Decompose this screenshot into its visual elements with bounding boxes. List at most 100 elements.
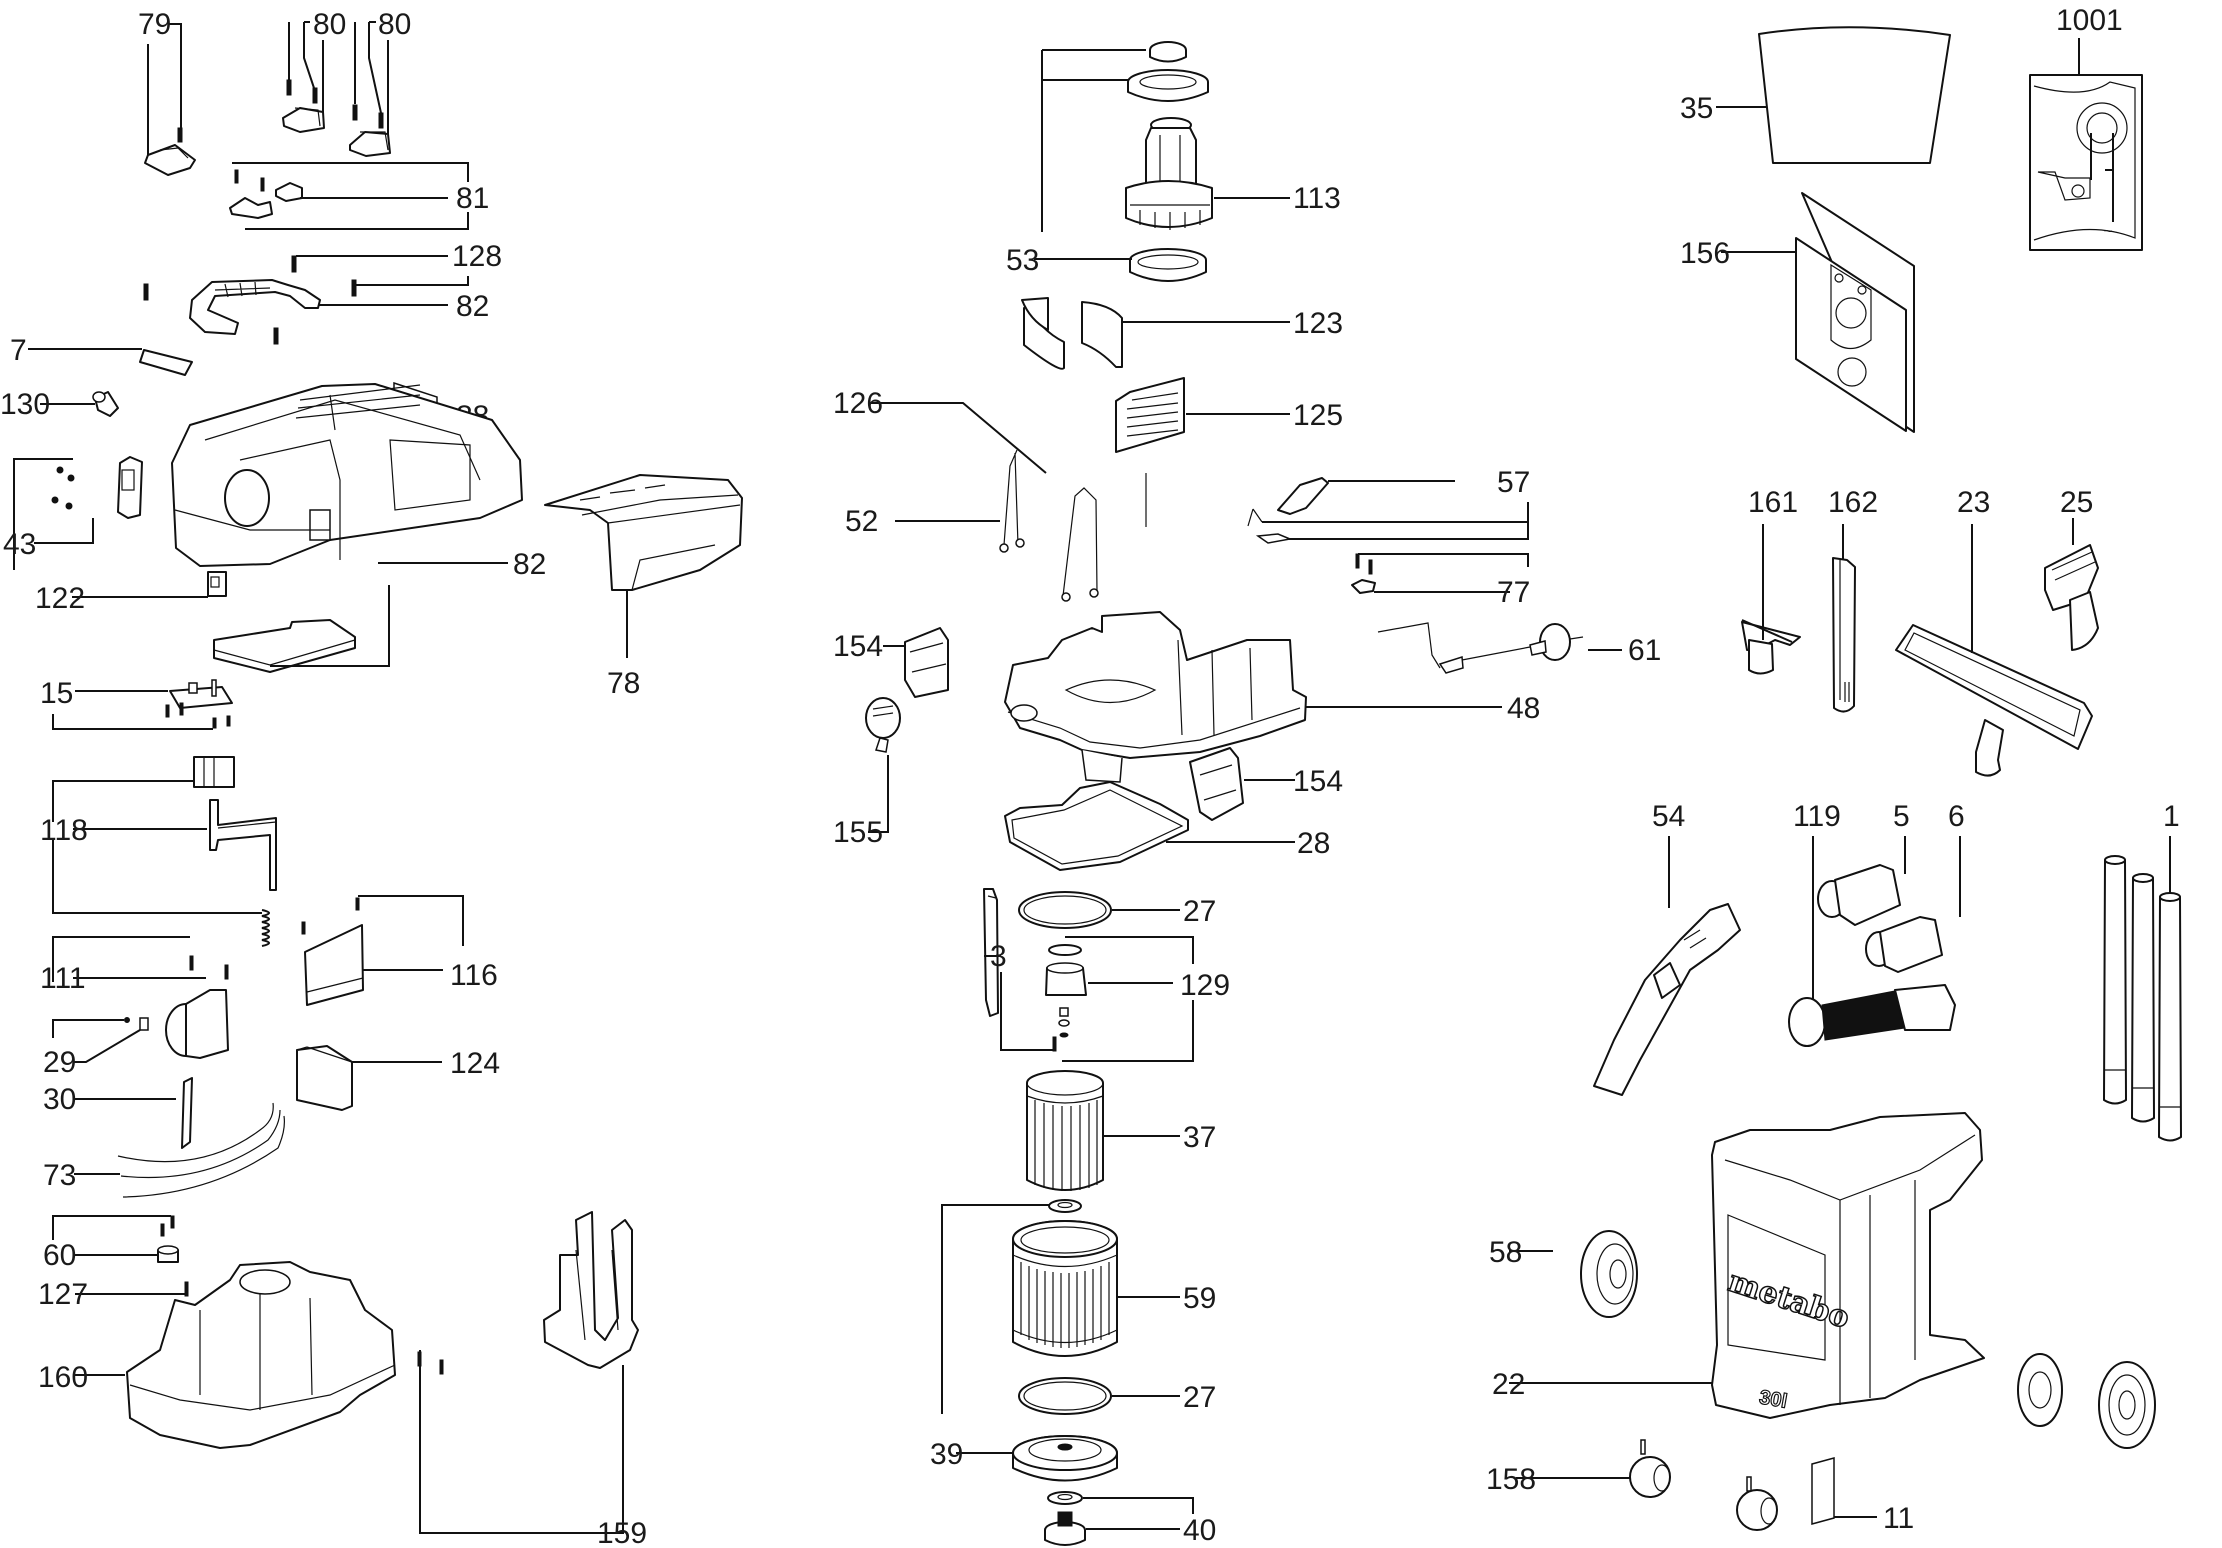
part-wheel-left[interactable]: [1580, 1230, 1638, 1318]
part-electronics-board[interactable]: [165, 679, 233, 729]
part-filter-holder[interactable]: [1012, 1435, 1118, 1482]
callout-1: 1: [2163, 800, 2180, 833]
callout-29: 29: [43, 1046, 76, 1079]
part-fleece-filter-bag[interactable]: [1758, 26, 1951, 164]
part-cover-flap[interactable]: [144, 127, 196, 176]
callout-119: 119: [1793, 800, 1841, 833]
part-float-rod[interactable]: [983, 888, 1057, 1052]
part-adapter-5[interactable]: [1817, 864, 1901, 926]
part-clamp-latch-left[interactable]: [904, 627, 949, 698]
callout-123: 123: [1293, 307, 1343, 340]
part-gasket[interactable]: [1004, 781, 1189, 871]
callout-23: 23: [1957, 486, 1990, 519]
part-paper-filter-bag[interactable]: [1795, 192, 1915, 433]
part-screw-159b[interactable]: [439, 1359, 444, 1375]
callout-154a: 154: [833, 630, 883, 663]
part-motor-housing-upper[interactable]: [171, 383, 523, 567]
part-socket-outlet[interactable]: [51, 456, 143, 519]
part-cable-clamp[interactable]: [124, 1017, 149, 1031]
part-carrying-handle[interactable]: [189, 279, 321, 335]
part-air-guide-plate[interactable]: [301, 897, 364, 1006]
part-filter-cleaning-mechanism[interactable]: [193, 756, 277, 947]
part-motor-seal-bottom[interactable]: [1129, 248, 1207, 282]
part-outlet-cap[interactable]: [865, 697, 901, 753]
leader-40: [1083, 1497, 1194, 1530]
part-suction-tubes[interactable]: [2103, 855, 2182, 1142]
part-container[interactable]: metabo 30l: [1711, 1112, 2063, 1427]
part-wiring-diagram[interactable]: ~: [2029, 74, 2143, 251]
leader-116: [358, 895, 464, 971]
callout-159: 159: [597, 1517, 647, 1548]
part-hinge-set[interactable]: [229, 169, 303, 219]
part-hose-handle[interactable]: [1593, 903, 1741, 1096]
part-floor-nozzle[interactable]: [1895, 624, 2093, 777]
part-latch-right[interactable]: [349, 104, 391, 157]
part-crevice-nozzle[interactable]: [1832, 557, 1856, 713]
part-cartridge-filter[interactable]: [1012, 1220, 1118, 1357]
callout-80b: 80: [378, 8, 411, 41]
part-caster-right[interactable]: [1736, 1476, 1778, 1531]
part-screws-128[interactable]: [143, 255, 357, 345]
part-air-duct-elbow[interactable]: [165, 955, 229, 1059]
callout-160: 160: [38, 1361, 88, 1394]
part-insert-plate[interactable]: [213, 619, 356, 673]
callout-3: 3: [990, 940, 1007, 973]
part-label-11[interactable]: [1811, 1457, 1835, 1525]
part-screw-127[interactable]: [184, 1281, 189, 1297]
part-hose-holder[interactable]: [544, 474, 743, 591]
leader-129: [1062, 936, 1194, 1062]
part-screw-159a[interactable]: [417, 1351, 422, 1367]
part-cable-holder[interactable]: [543, 1211, 639, 1369]
part-clamp-latch-right[interactable]: [1189, 747, 1244, 821]
part-indicator-lamp[interactable]: [92, 391, 119, 417]
callout-52: 52: [845, 505, 878, 538]
part-caster-left[interactable]: [1629, 1439, 1671, 1498]
part-adapter-6[interactable]: [1865, 916, 1943, 973]
part-wires[interactable]: [117, 1102, 285, 1198]
part-float-valve[interactable]: [1045, 944, 1087, 1038]
part-label-7[interactable]: [139, 349, 193, 376]
callout-78: 78: [607, 667, 640, 700]
part-o-ring-top[interactable]: [1018, 891, 1112, 929]
callout-73: 73: [43, 1159, 76, 1192]
callout-39: 39: [930, 1438, 963, 1471]
part-suction-hose[interactable]: [1788, 984, 1956, 1047]
leader-57: [1262, 480, 1529, 540]
callout-161: 161: [1748, 486, 1798, 519]
part-sensor[interactable]: [1247, 477, 1329, 544]
part-knob[interactable]: [157, 1215, 179, 1263]
part-suppressor-board[interactable]: [181, 1077, 193, 1149]
part-washer-39[interactable]: [1048, 1199, 1082, 1213]
part-filter-nut[interactable]: [1044, 1491, 1086, 1546]
part-strain-relief[interactable]: [1351, 553, 1376, 594]
leader-118: [52, 780, 262, 914]
part-upholstery-nozzle[interactable]: [1741, 619, 1801, 675]
part-bracket-52[interactable]: [999, 449, 1025, 553]
part-switch[interactable]: [207, 571, 227, 597]
part-filter-cage[interactable]: [1026, 1070, 1104, 1191]
leader-80b: [354, 21, 389, 134]
part-foam-filter[interactable]: [296, 1045, 353, 1111]
callout-6: 6: [1948, 800, 1965, 833]
callout-130: 130: [0, 388, 50, 421]
callout-156: 156: [1680, 237, 1730, 270]
callout-80a: 80: [313, 8, 346, 41]
callout-118: 118: [40, 814, 88, 847]
part-o-ring-bottom[interactable]: [1018, 1377, 1112, 1415]
part-motor-seal-top[interactable]: [1127, 41, 1209, 102]
part-wheel-right[interactable]: [2098, 1361, 2156, 1449]
callout-5: 5: [1893, 800, 1910, 833]
callout-126: 126: [833, 387, 883, 420]
part-exhaust-grille[interactable]: [1115, 377, 1185, 453]
callout-81: 81: [456, 182, 489, 215]
part-sound-damper[interactable]: [1021, 297, 1123, 370]
part-motor-housing-lower[interactable]: [126, 1261, 396, 1449]
part-motor-head-base[interactable]: [1004, 611, 1307, 783]
callout-48: 48: [1507, 692, 1540, 725]
part-power-cord[interactable]: [1377, 622, 1584, 674]
callout-127: 127: [38, 1278, 88, 1311]
part-motor[interactable]: [1125, 117, 1213, 230]
part-brush-nozzle[interactable]: [2044, 544, 2099, 651]
part-latch-left[interactable]: [282, 79, 325, 133]
part-latch-wire[interactable]: [1061, 487, 1099, 602]
